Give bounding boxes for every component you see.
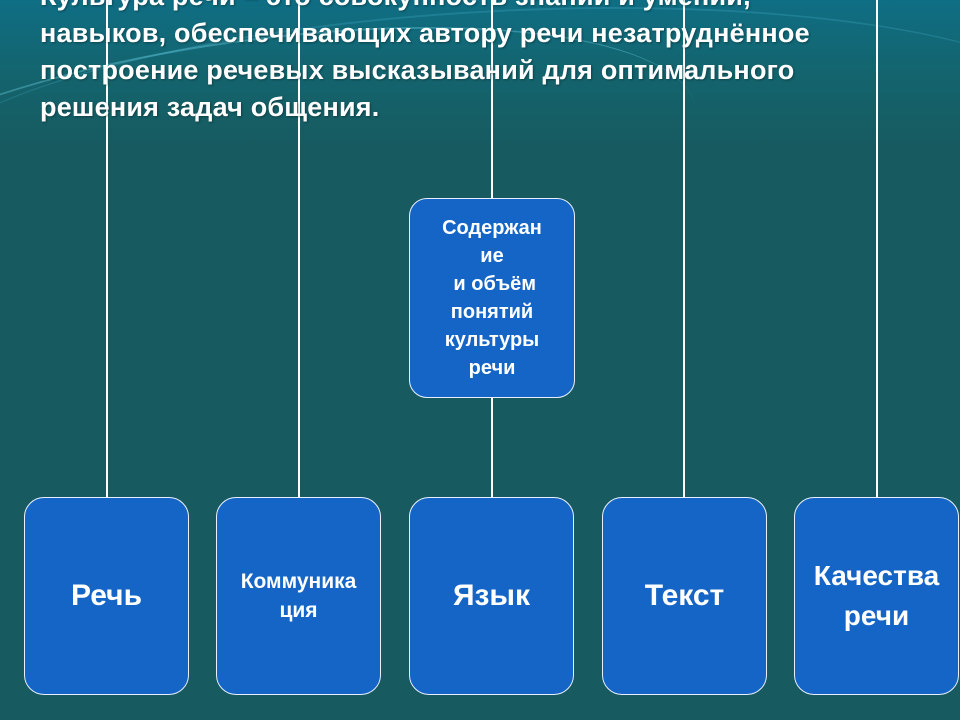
node-language: Язык — [409, 497, 574, 695]
node-communication: Коммуника ция — [216, 497, 381, 695]
slide-title: Культура речи – это совокупность знаний … — [40, 0, 955, 126]
connector-line-3-top — [491, 0, 493, 198]
connector-line-5 — [876, 0, 878, 497]
header-background — [0, 0, 960, 150]
node-label-line: понятий — [450, 301, 534, 323]
title-line: решения задач общения. — [40, 92, 380, 122]
node-label-line: Содержан — [442, 217, 542, 239]
node-label-line: Качества — [813, 560, 940, 591]
node-label-line: речи — [843, 600, 910, 631]
node-label-line: речи — [468, 357, 516, 379]
node-label-line: ие — [480, 245, 504, 267]
node-label: Речь — [70, 579, 143, 612]
title-line: Культура речи – это совокупность знаний … — [40, 0, 955, 15]
node-label-line: Коммуника — [240, 570, 357, 593]
central-concept-node: Содержан ие и объём понятий культуры реч… — [409, 198, 575, 398]
connector-line-4 — [683, 0, 685, 497]
node-speech: Речь — [24, 497, 189, 695]
node-label: Текст — [644, 579, 725, 612]
title-line: построение речевых высказываний для опти… — [40, 55, 795, 85]
node-speech-qualities: Качества речи — [794, 497, 959, 695]
node-label-line: культуры — [444, 329, 540, 351]
connector-line-1 — [106, 0, 108, 497]
title-line: навыков, обеспечивающих автору речи неза… — [40, 18, 810, 48]
node-label-line: ция — [279, 599, 318, 622]
connector-line-3-bottom — [491, 398, 493, 497]
node-label: Язык — [452, 579, 531, 612]
node-text: Текст — [602, 497, 767, 695]
connector-line-2 — [298, 0, 300, 497]
node-label-line: и объём — [447, 273, 537, 295]
